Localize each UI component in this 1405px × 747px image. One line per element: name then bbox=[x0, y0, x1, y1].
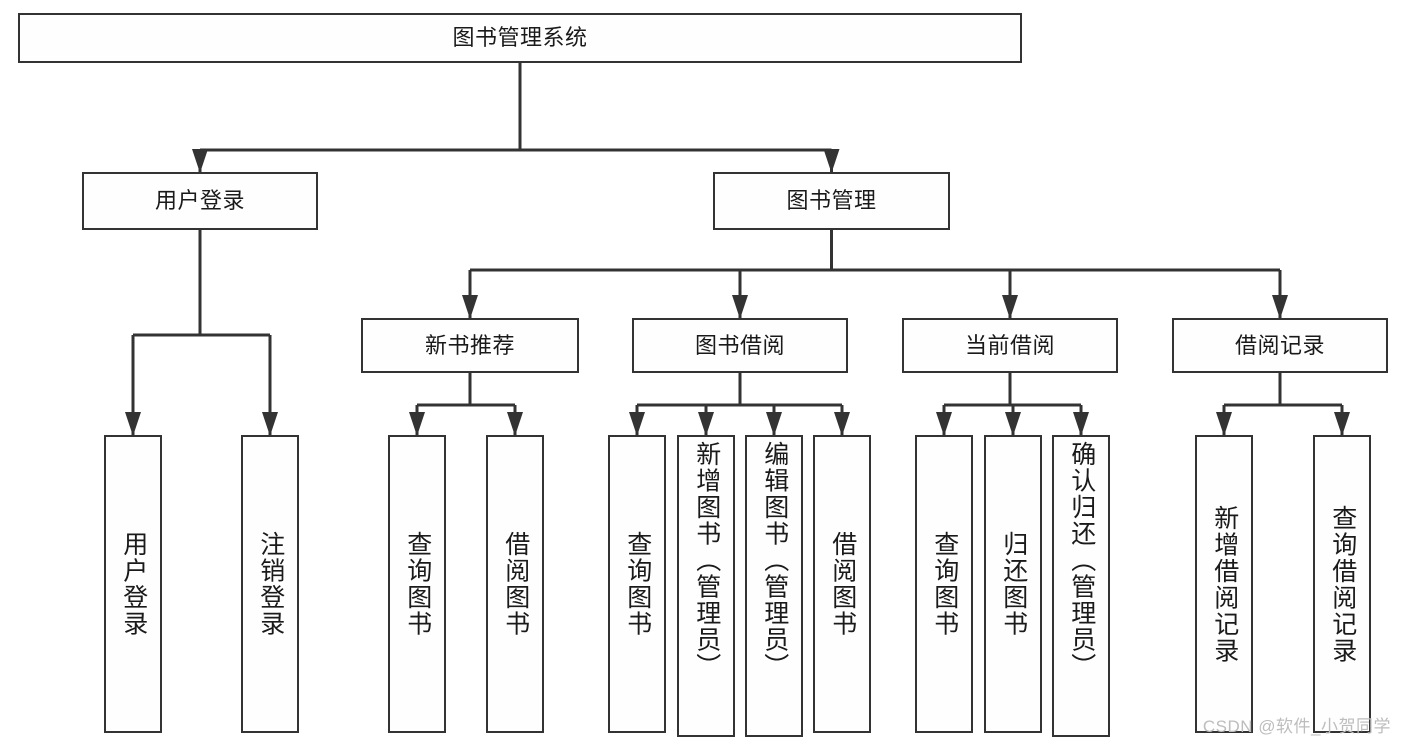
node-label-book-manage: 图书管理 bbox=[786, 188, 877, 214]
node-book-manage[interactable]: 图书管理 bbox=[713, 172, 950, 230]
node-label-leaf-query-book-3: 查询图书 bbox=[930, 531, 959, 637]
node-leaf-borrow-book-1[interactable]: 借阅图书 bbox=[486, 435, 544, 733]
node-user-login[interactable]: 用户登录 bbox=[82, 172, 318, 230]
node-label-borrow-record: 借阅记录 bbox=[1234, 332, 1325, 358]
node-new-book-rec[interactable]: 新书推荐 bbox=[361, 318, 579, 373]
node-current-borrow[interactable]: 当前借阅 bbox=[902, 318, 1118, 373]
node-book-borrow[interactable]: 图书借阅 bbox=[632, 318, 848, 373]
node-label-leaf-query-record: 查询借阅记录 bbox=[1328, 504, 1357, 664]
node-label-user-login: 用户登录 bbox=[154, 188, 245, 214]
node-leaf-query-record[interactable]: 查询借阅记录 bbox=[1313, 435, 1371, 733]
node-label-leaf-edit-book: 编辑图书（管理员） bbox=[760, 441, 789, 680]
node-leaf-return-book[interactable]: 归还图书 bbox=[984, 435, 1042, 733]
node-label-leaf-query-book-2: 查询图书 bbox=[623, 531, 652, 637]
node-root[interactable]: 图书管理系统 bbox=[18, 13, 1022, 63]
node-leaf-confirm-return[interactable]: 确认归还（管理员） bbox=[1052, 435, 1110, 737]
node-label-leaf-borrow-book-2: 借阅图书 bbox=[828, 531, 857, 637]
node-leaf-logout[interactable]: 注销登录 bbox=[241, 435, 299, 733]
node-label-new-book-rec: 新书推荐 bbox=[424, 332, 515, 358]
csdn-watermark: CSDN @软件_小贺同学 bbox=[1202, 717, 1391, 736]
node-label-leaf-return-book: 归还图书 bbox=[999, 531, 1028, 637]
node-leaf-query-book-1[interactable]: 查询图书 bbox=[388, 435, 446, 733]
node-leaf-borrow-book-2[interactable]: 借阅图书 bbox=[813, 435, 871, 733]
node-label-current-borrow: 当前借阅 bbox=[964, 332, 1055, 358]
node-label-leaf-add-book: 新增图书（管理员） bbox=[692, 441, 721, 680]
node-borrow-record[interactable]: 借阅记录 bbox=[1172, 318, 1388, 373]
node-label-leaf-query-book-1: 查询图书 bbox=[403, 531, 432, 637]
node-label-leaf-user-login: 用户登录 bbox=[119, 531, 148, 637]
node-leaf-edit-book[interactable]: 编辑图书（管理员） bbox=[745, 435, 803, 737]
node-label-leaf-confirm-return: 确认归还（管理员） bbox=[1067, 441, 1096, 680]
node-label-leaf-logout: 注销登录 bbox=[256, 531, 285, 637]
node-leaf-add-book[interactable]: 新增图书（管理员） bbox=[677, 435, 735, 737]
node-label-leaf-borrow-book-1: 借阅图书 bbox=[501, 531, 530, 637]
node-leaf-user-login[interactable]: 用户登录 bbox=[104, 435, 162, 733]
node-label-leaf-add-record: 新增借阅记录 bbox=[1210, 504, 1239, 664]
node-leaf-query-book-2[interactable]: 查询图书 bbox=[608, 435, 666, 733]
node-label-root: 图书管理系统 bbox=[452, 25, 588, 51]
node-leaf-query-book-3[interactable]: 查询图书 bbox=[915, 435, 973, 733]
node-leaf-add-record[interactable]: 新增借阅记录 bbox=[1195, 435, 1253, 733]
node-label-book-borrow: 图书借阅 bbox=[694, 332, 785, 358]
